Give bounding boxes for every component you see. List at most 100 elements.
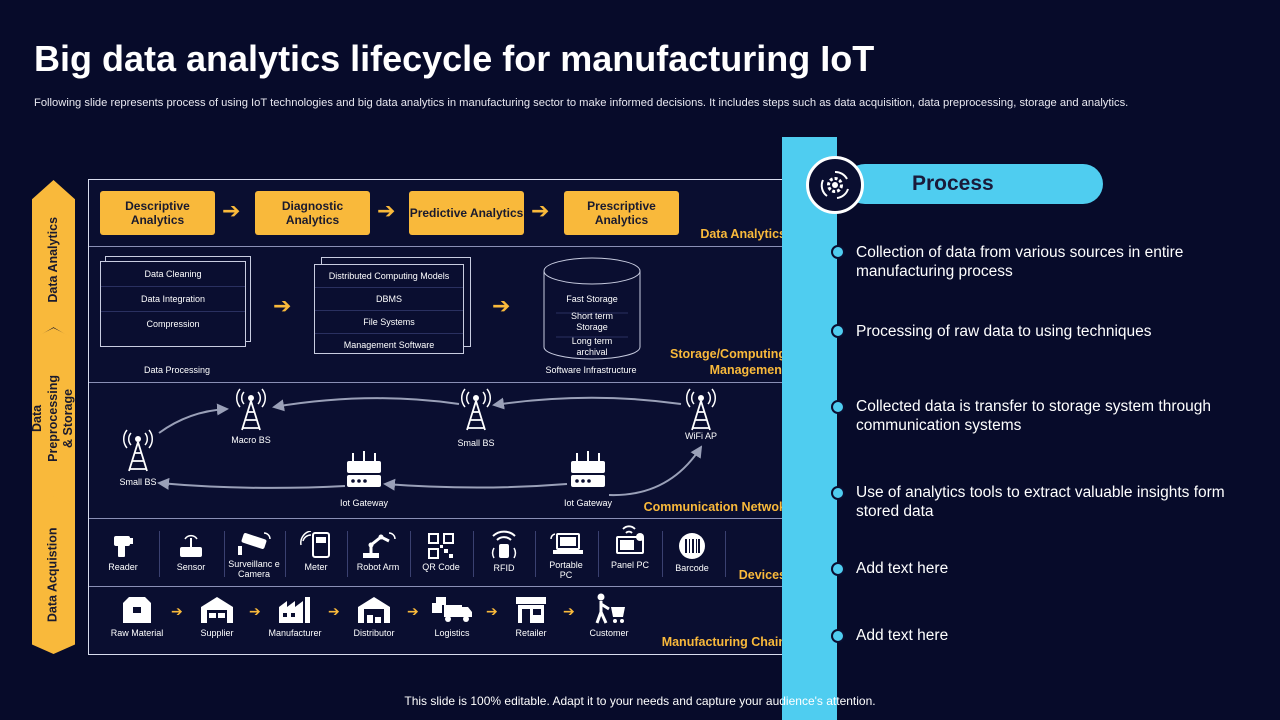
slide-title: Big data analytics lifecycle for manufac… [34,38,875,79]
divider [410,531,411,577]
step-prescriptive: Prescriptive Analytics [564,191,679,235]
reader-icon [114,536,133,557]
router-icon [571,451,605,487]
rfid-icon [491,530,517,559]
arrow-right-icon: ➔ [492,293,511,318]
section-storage: Data Cleaning Data Integration Compressi… [89,247,796,383]
device-label: Meter [304,562,328,572]
divider [159,531,160,577]
device-label: Surveillanc e Camera [228,559,280,580]
chain-manufacturer: Manufacturer [264,595,326,638]
timeline-bullet [831,400,845,414]
arrow-right-icon: ➔ [531,198,550,223]
processing-item: Data Cleaning [101,262,245,287]
section-analytics: Descriptive Analytics ➔ Diagnostic Analy… [89,180,796,247]
chain-label: Logistics [434,628,470,638]
device-label: Portable PC [549,560,583,581]
process-heading: Process [912,172,994,195]
cell-tower-icon [461,388,491,431]
arrow-right-icon: ➔ [249,603,261,619]
process-header [845,164,1103,204]
processing-box: Data Cleaning Data Integration Compressi… [100,261,246,347]
infra-item: Short term Storage [570,311,613,332]
timeline-bullet [831,629,845,643]
process-point: Add text here [856,560,949,577]
distribution-center-icon [358,597,390,623]
arrow-right-icon: ➔ [407,603,419,619]
device-label: Robot Arm [356,562,400,572]
database-cylinder-icon [543,257,641,360]
lifecycle-diagram: Descriptive Analytics ➔ Diagnostic Analy… [88,179,797,655]
network-links [157,396,703,497]
shop-icon [516,597,546,623]
divider [285,531,286,577]
divider [535,531,536,577]
timeline-bullet [831,245,845,259]
chain-retailer: Retailer [500,595,562,638]
gear-cycle-icon [806,156,864,214]
phase-label: Data Acquistion [45,527,60,623]
node-label: Macro BS [231,435,271,445]
qr-code-icon [428,533,454,559]
section-label-line: Storage/Computing [670,347,786,361]
device-meter: Meter [285,531,347,572]
chain-label: Supplier [200,628,234,638]
chain-raw-material: Raw Material [106,595,168,638]
chain-distributor: Distributor [343,595,405,638]
chain-label: Manufacturer [268,628,322,638]
router-icon [347,451,381,487]
process-point: Use of analytics tools to extract valuab… [856,484,1225,521]
device-panel-pc: Panel PC [599,523,661,570]
section-label-line: Management [709,363,786,378]
chain-label: Retailer [515,628,547,638]
chain-supplier: Supplier [186,595,248,638]
node-label: Iot Gateway [563,498,613,508]
section-label: Manufacturing Chain [661,635,786,649]
device-qr-code: QR Code [410,533,472,572]
process-point: Collection of data from various sources … [856,244,1184,281]
arrow-right-icon: ➔ [273,293,292,318]
divider [347,531,348,577]
slide-subtitle: Following slide represents process of us… [34,97,1129,109]
factory-icon [279,597,310,623]
chain-logistics: Logistics [421,595,483,638]
divider [473,531,474,577]
device-portable-pc: Portable PC [535,531,597,581]
device-reader: Reader [92,533,154,572]
timeline-bullet [831,324,845,338]
timeline-bullet [831,562,845,576]
computing-item: File Systems [315,311,463,334]
device-label: RFID [493,563,515,573]
chain-customer: Customer [578,593,640,638]
processing-caption: Data Processing [143,365,211,375]
process-point: Collected data is transfer to storage sy… [856,398,1211,435]
device-camera: Surveillanc e Camera [223,530,285,580]
divider [725,531,726,577]
phase-data-preprocessing: Data Preprocessing & Storage [32,328,75,508]
step-descriptive: Descriptive Analytics [100,191,215,235]
device-rfid: RFID [473,530,535,573]
section-chain: Raw Material ➔ Supplier ➔ Manufacturer ➔… [89,587,796,655]
timeline-bullet [831,486,845,500]
arrow-right-icon: ➔ [222,198,241,223]
divider [662,531,663,577]
section-label: Data Analytics [700,227,786,241]
robot-arm-icon [363,532,396,558]
cell-tower-icon [123,429,153,472]
slide-footer: This slide is 100% editable. Adapt it to… [404,694,876,708]
device-label: Panel PC [610,560,650,570]
phase-data-analytics: Data Analytics [32,180,75,340]
phase-label: Data Analytics [45,217,60,303]
computing-item: Management Software [343,340,435,350]
processing-item: Compression [146,319,200,329]
phase-label: Data Preprocessing & Storage [30,374,76,462]
portable-pc-icon [550,533,583,554]
divider [598,531,599,577]
device-label: Reader [108,562,138,572]
chain-label: Distributor [353,628,395,638]
infra-item: Fast Storage [566,294,618,304]
device-label: Barcode [675,563,709,573]
section-label: Storage/Computing Management [670,346,786,379]
arrow-right-icon: ➔ [563,603,575,619]
device-barcode: Barcode [661,532,723,573]
